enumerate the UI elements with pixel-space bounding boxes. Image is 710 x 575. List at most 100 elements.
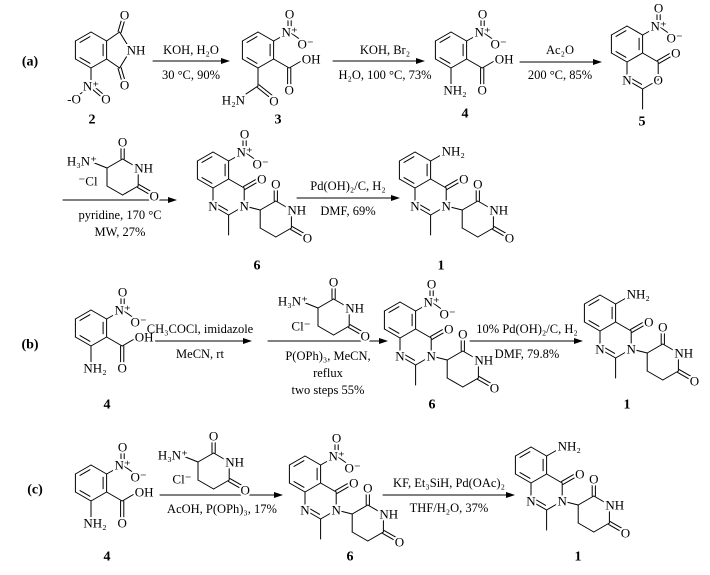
bond (604, 347, 616, 354)
bond (599, 348, 617, 359)
bond (610, 52, 628, 63)
bond (74, 58, 92, 69)
bond (117, 67, 124, 86)
nitro-n: N⁺ (650, 19, 666, 34)
bond (120, 67, 127, 86)
bond (519, 451, 531, 458)
bond (228, 151, 246, 162)
bond (466, 31, 484, 42)
reaction-condition: two steps 55% (292, 383, 365, 397)
bond (217, 204, 229, 211)
bond (119, 31, 132, 51)
bond (599, 294, 617, 305)
reaction-condition: MW, 27% (95, 225, 146, 239)
bond (212, 151, 230, 162)
oxygen-anion: O⁻ (666, 31, 682, 46)
carbonyl-oxygen: O (671, 46, 680, 61)
nitro-n: N⁺ (114, 458, 130, 473)
bond (430, 152, 446, 162)
bond (91, 161, 108, 169)
bond (90, 58, 108, 69)
nitro-n: N⁺ (328, 449, 344, 464)
compound-number: 1 (438, 259, 445, 274)
bond (227, 480, 243, 490)
bond (201, 156, 213, 163)
imide-nh: NH (127, 43, 146, 58)
carbonyl-oxygen: O (444, 322, 453, 337)
imide-nh: NH (379, 507, 398, 522)
bond (257, 58, 275, 69)
bond (213, 452, 230, 463)
bond (347, 326, 363, 336)
bond (74, 491, 92, 502)
nitro-n: N⁺ (474, 25, 490, 40)
bond (302, 301, 319, 309)
reaction-condition: H₂O, 100 °C, 73% (338, 68, 431, 82)
bonds (62, 7, 694, 542)
ring-nitrogen: N (410, 199, 420, 214)
bond (288, 58, 306, 69)
oxygen: O (361, 329, 370, 344)
amino-group: NH₂ (443, 83, 466, 98)
bond (90, 464, 108, 475)
oxygen-anion: O⁻ (252, 157, 268, 172)
bond (481, 58, 499, 69)
bond (493, 226, 509, 236)
bond (197, 452, 215, 463)
bond (599, 321, 617, 332)
oxygen: O (118, 285, 127, 300)
bond (560, 472, 578, 483)
bond (289, 31, 305, 43)
hydroxyl: OH (302, 52, 321, 67)
bond (120, 14, 127, 33)
bond (349, 324, 365, 334)
oxygen-anion: O⁻ (130, 315, 146, 330)
reaction-condition: KOH, H₂O (163, 43, 219, 57)
compound-number: 4 (104, 550, 111, 565)
bond (450, 58, 468, 69)
ring-nitrogen: N (558, 494, 568, 509)
bond (106, 491, 123, 502)
oxygen: O (101, 92, 110, 107)
bond (561, 500, 579, 506)
bond (74, 464, 92, 475)
oxygen: O (118, 361, 127, 376)
bond (446, 350, 464, 361)
bond (388, 306, 400, 313)
compound-number: 3 (275, 113, 282, 128)
oxygen: O (332, 431, 341, 446)
reaction-condition: Pd(OH)₂/C, H₂ (310, 179, 385, 193)
compound-number: 6 (254, 259, 261, 274)
reaction-condition: DMF, 79.8% (495, 347, 560, 361)
oxygen: O (120, 8, 129, 23)
oxygen: O (395, 535, 404, 550)
bond (201, 177, 213, 184)
bond (79, 335, 91, 342)
reaction-condition: DMF, 69% (320, 204, 375, 218)
bond (546, 447, 562, 457)
bond (588, 320, 600, 327)
bond (419, 204, 431, 211)
bond (317, 325, 335, 336)
amino-group: NH₂ (558, 439, 581, 454)
reaction-arrow (243, 338, 252, 344)
bond (514, 473, 532, 484)
oxygen: O (240, 127, 249, 142)
bond (415, 328, 432, 339)
oxygen: O (118, 135, 127, 150)
amide-nh2: H₂N (222, 93, 246, 108)
nitro-n: N⁺ (281, 25, 297, 40)
bond (367, 504, 384, 515)
bond (293, 481, 305, 488)
oxygen: O (690, 374, 699, 389)
bond (414, 151, 432, 162)
bond (304, 455, 322, 466)
bond (658, 25, 674, 37)
bond (106, 58, 121, 69)
bond (351, 531, 369, 542)
bond (197, 479, 215, 490)
bond (136, 186, 152, 196)
ring-nitrogen: N (300, 503, 310, 518)
bond (106, 31, 121, 42)
oxygen: O (658, 320, 667, 335)
